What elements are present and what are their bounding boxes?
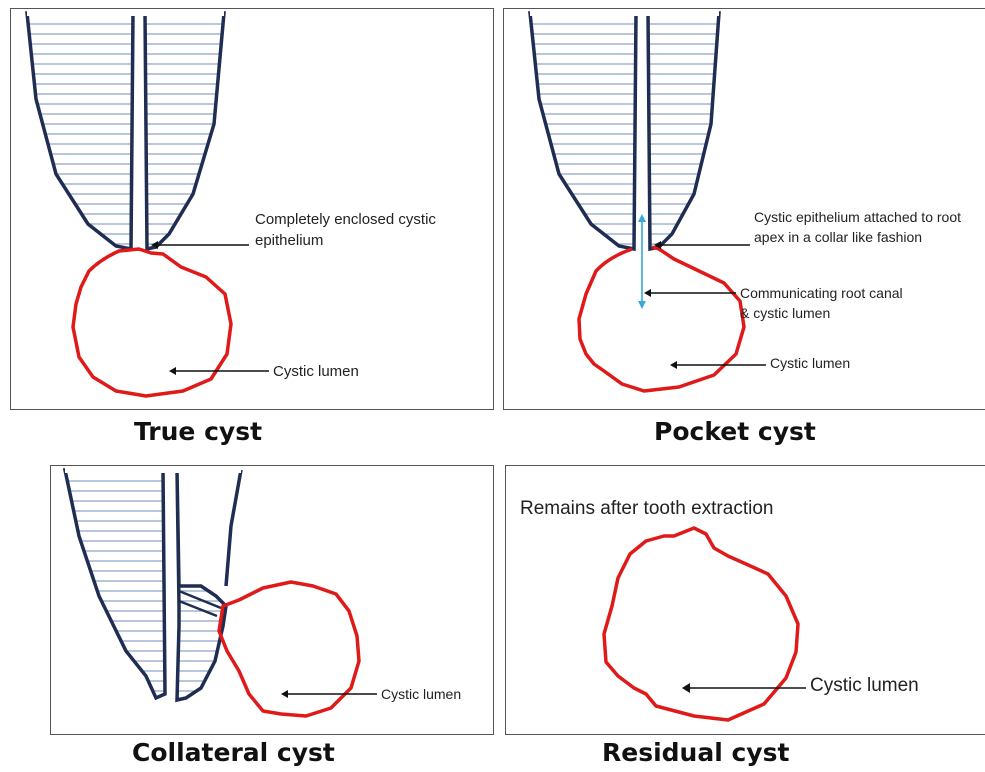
root-dentin-left xyxy=(530,13,636,249)
pocket-cyst-epithelium-label: Cystic epithelium attached to root apex … xyxy=(754,207,985,247)
cyst-wall xyxy=(73,249,231,396)
pocket-cyst-panel: Cystic epithelium attached to root apex … xyxy=(503,8,985,410)
true-cyst-caption: True cyst xyxy=(134,417,262,446)
pocket-cyst-lumen-label: Cystic lumen xyxy=(770,353,850,374)
root-dentin-right xyxy=(177,470,226,700)
root-dentin-left xyxy=(27,13,133,249)
residual-cyst-lumen-label: Cystic lumen xyxy=(810,675,919,696)
collateral-cyst-caption: Collateral cyst xyxy=(132,738,335,767)
true-cyst-epithelium-label: Completely enclosed cystic epithelium xyxy=(255,209,465,251)
root-dentin-right xyxy=(648,13,719,249)
root-dentin-left xyxy=(65,470,165,698)
collateral-cyst-panel: Cystic lumen xyxy=(50,465,494,735)
pocket-cyst-caption: Pocket cyst xyxy=(654,417,816,446)
residual-cyst-panel: Remains after tooth extraction Cystic lu… xyxy=(505,465,985,735)
cyst-wall xyxy=(219,582,359,716)
residual-cyst-caption: Residual cyst xyxy=(602,738,789,767)
cyst-wall xyxy=(604,528,798,720)
collateral-cyst-lumen-label: Cystic lumen xyxy=(381,684,461,705)
residual-cyst-top-label: Remains after tooth extraction xyxy=(520,498,773,519)
true-cyst-panel: Completely enclosed cystic epithelium Cy… xyxy=(10,8,494,410)
true-cyst-lumen-label: Cystic lumen xyxy=(273,361,359,382)
pocket-cyst-canal-label: Communicating root canal & cystic lumen xyxy=(740,283,910,323)
root-dentin-right xyxy=(145,13,224,249)
cyst-wall xyxy=(579,247,744,391)
